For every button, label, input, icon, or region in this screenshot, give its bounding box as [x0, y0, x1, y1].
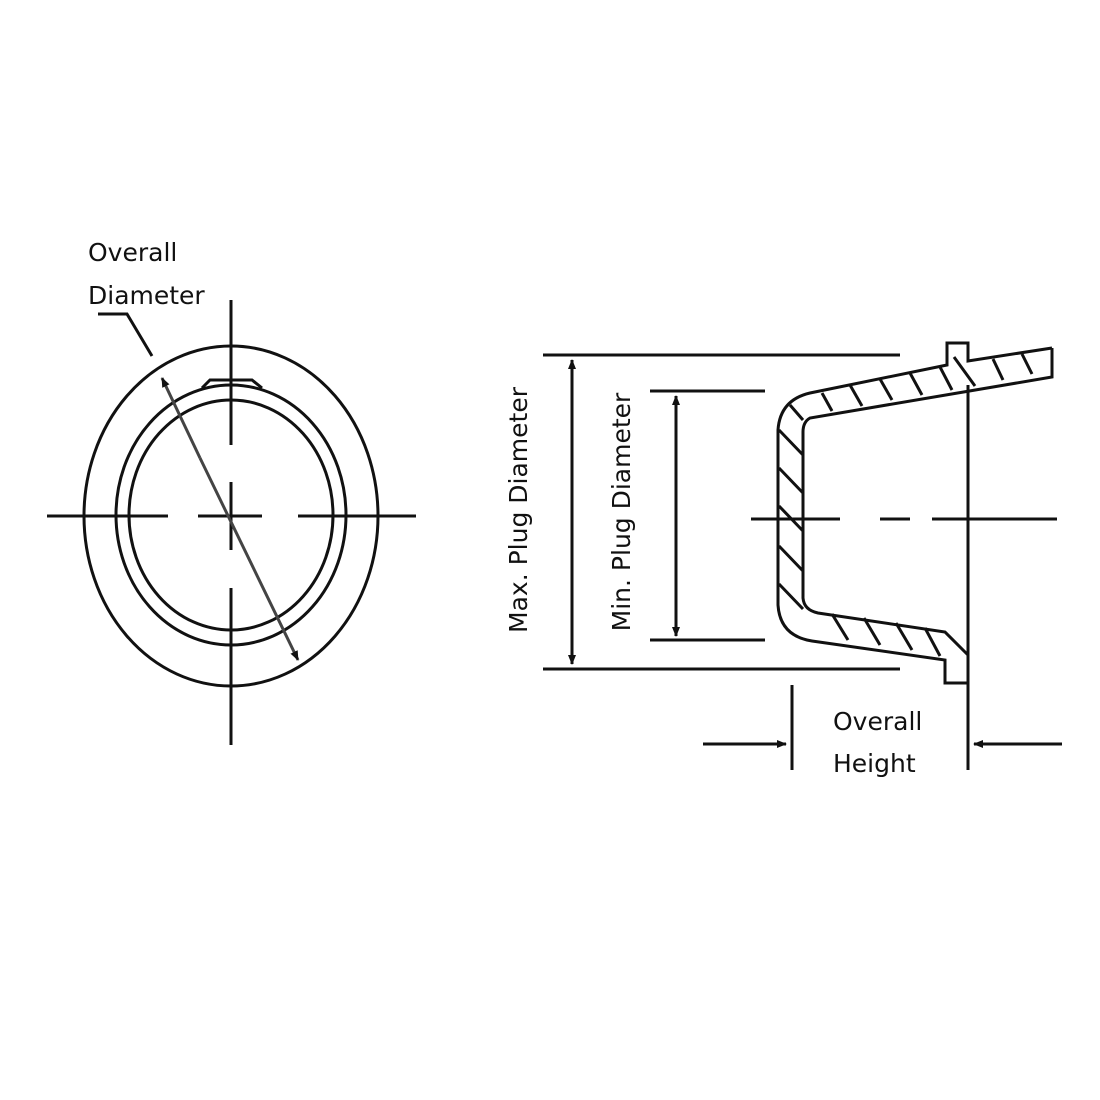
section-hatching: [777, 353, 1034, 657]
overall-height-label-line1: Overall: [833, 707, 922, 736]
overall-height-label-line2: Height: [833, 749, 916, 778]
overall-diameter-arrow-lower: [198, 457, 300, 661]
overall-diameter-leader: [98, 312, 154, 357]
center-lines: [47, 300, 416, 745]
max-plug-diameter-label: Max. Plug Diameter: [504, 386, 533, 633]
overall-diameter-label: Overall Diameter: [88, 238, 205, 310]
plug-outer-contour: [776, 341, 1053, 685]
plug-inner-contour: [801, 348, 1054, 657]
min-plug-diameter-label: Min. Plug Diameter: [607, 392, 636, 631]
overall-diameter-label-line1: Overall: [88, 238, 177, 267]
overall-diameter-arrow: [160, 377, 202, 459]
overall-diameter-label-line2: Diameter: [88, 281, 205, 310]
overall-height-label: Overall Height: [833, 707, 930, 778]
front-view: Overall Diameter: [47, 238, 416, 745]
side-view: Max. Plug Diameter Min. Plug Diameter: [504, 341, 1062, 778]
